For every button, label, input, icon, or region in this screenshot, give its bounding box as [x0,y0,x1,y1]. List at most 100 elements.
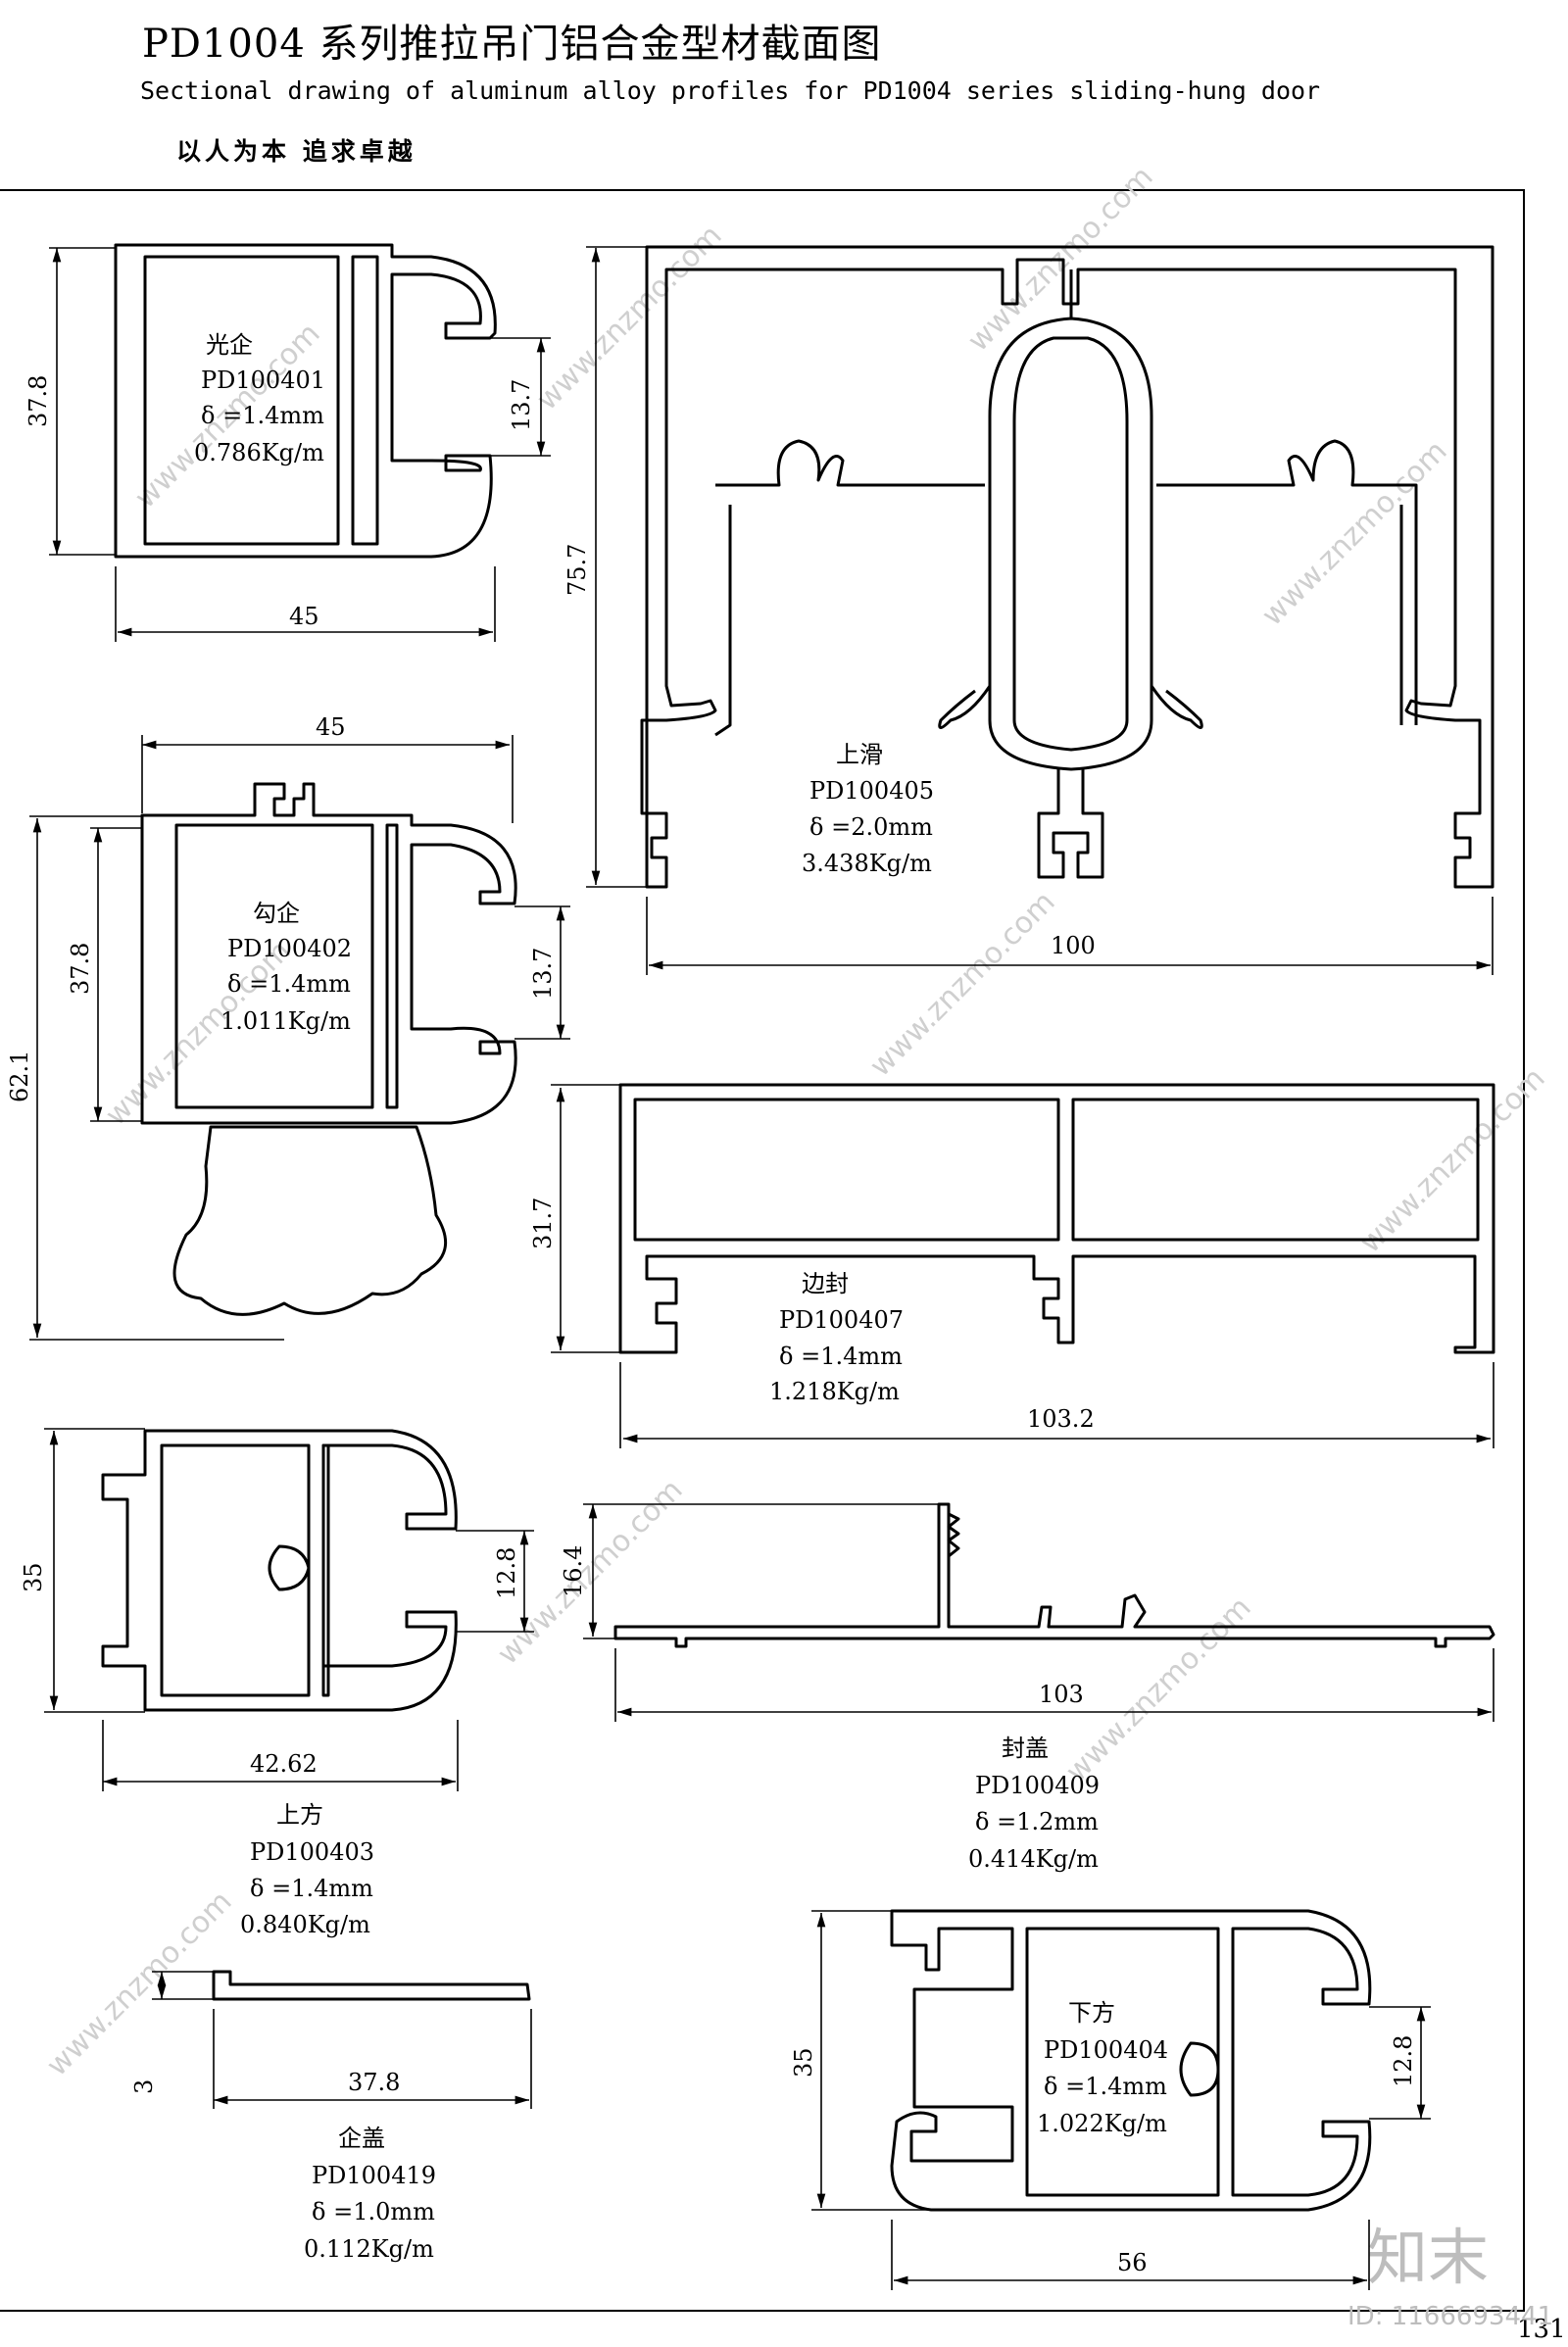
profile-outline [640,245,1494,889]
dim-ext [891,2220,1370,2290]
dim-ext [586,246,647,888]
profile-outline [613,1502,1495,1648]
profile-code: PD100405 [809,777,934,805]
profile-code: PD100419 [312,2162,436,2189]
profile-foot [1037,769,1104,879]
profile-thickness: δ =1.4mm [227,970,351,998]
profile-inner-cell [351,255,379,546]
dim-height: 37.8 [24,375,52,427]
profile-thickness: δ =2.0mm [809,813,933,841]
profile-inner-cell [160,1443,311,1697]
profile-name: 光企 [206,331,253,359]
profile-name: 勾企 [253,900,300,927]
profile-name: 上滑 [836,741,883,768]
profile-weight: 3.438Kg/m [802,850,932,877]
profile-outline [101,1429,458,1712]
profile-pd100419: 3 37.8 企盖 PD100419 δ =1.0mm 0.112Kg/m [130,1970,532,2263]
profile-weight: 0.786Kg/m [194,439,324,466]
dim-ext [152,1971,214,2000]
watermark-text: www.znzmo.com [1059,1590,1258,1789]
drawing-frame [0,189,1525,2312]
profile-name: 企盖 [338,2125,385,2152]
profile-weight: 1.011Kg/m [220,1007,351,1035]
profile-outline [890,1909,1372,2212]
dim-ext [141,735,514,823]
dim-width: 45 [316,713,346,741]
dim-ext [44,1428,145,1713]
profile-code: PD100403 [250,1838,374,1866]
profile-inner-cell [174,823,374,1109]
dim-ext [490,337,551,457]
profile-code: PD100409 [975,1772,1100,1799]
profile-inner-chamber [1012,336,1129,752]
slogan: 以人为本 追求卓越 [176,137,416,166]
dim-width: 56 [1117,2249,1148,2276]
profile-name: 封盖 [1002,1735,1049,1762]
profile-name: 上方 [276,1801,323,1829]
profile-thickness: δ =1.4mm [1044,2073,1167,2100]
profile-clip [268,1544,311,1591]
profile-serration [947,1512,960,1558]
dim-width: 37.8 [348,2069,400,2096]
watermark-text: www.znzmo.com [1353,1061,1552,1260]
profile-inner-cell [385,823,399,1109]
profile-weight: 0.840Kg/m [240,1911,370,1938]
dim-width: 42.62 [250,1750,318,1778]
dim-gap: 12.8 [493,1547,520,1599]
dim-width: 103 [1039,1681,1084,1708]
dim-height: 16.4 [560,1545,587,1597]
profile-outline [140,782,517,1125]
profile-pd100403: 35 12.8 42.62 上方 PD100403 δ =1.4mm 0.840… [20,1428,534,1938]
profile-outline [212,1970,531,2001]
profile-thickness: δ =1.4mm [250,1875,373,1902]
profile-inner-cell [321,1443,330,1697]
dim-ext [456,1530,534,1633]
dim-ext [213,2009,532,2109]
profile-pd100409: 16.4 103 封盖 PD100409 δ =1.2mm 0.414Kg/m [560,1502,1495,1873]
dim-height: 35 [790,2047,817,2078]
dim-inner-height: 37.8 [67,943,94,995]
profile-outline [114,243,497,559]
profile-inner-chamber [988,317,1153,771]
profile-code: PD100407 [779,1306,904,1334]
dim-width: 45 [289,603,319,630]
watermark-text: www.znzmo.com [40,1884,239,2083]
profile-name: 边封 [802,1270,849,1297]
profile-weight: 1.022Kg/m [1037,2110,1167,2137]
profile-lobe [172,1125,448,1316]
profile-weight: 0.112Kg/m [304,2235,434,2263]
dim-ext [102,1720,459,1791]
dim-gap: 12.8 [1390,2035,1417,2087]
profile-pd100401: 37.8 45 13.7 光企 PD100401 δ =1.4mm 0.786K… [24,243,551,642]
profile-thickness: δ =1.4mm [779,1343,903,1370]
dim-width: 100 [1051,932,1096,959]
dim-ext [619,1362,1494,1448]
dim-ext [811,1910,931,2211]
profile-inner-cell [143,255,340,546]
watermark-text: www.znzmo.com [1255,434,1454,633]
dim-height: 3 [130,2079,158,2094]
watermark-text: www.znzmo.com [491,1473,690,1672]
dim-gap: 13.7 [529,948,557,1000]
dim-height: 75.7 [564,544,591,596]
profile-weight: 1.218Kg/m [769,1378,900,1405]
dim-ext [90,827,142,1122]
profile-thickness: δ =1.4mm [201,402,324,429]
dim-ext [646,897,1494,975]
dim-height: 35 [20,1562,47,1592]
profile-pd100404: 35 12.8 56 下方 PD100404 δ =1.4mm 1.022Kg/… [790,1909,1431,2290]
dim-ext [29,815,284,1341]
profile-name: 下方 [1068,1999,1115,2027]
profile-inner-cell [1025,1927,1220,2197]
profile-inner-cell [1071,1098,1480,1242]
dim-width: 103.2 [1027,1405,1095,1433]
profile-thickness: δ =1.0mm [312,2198,435,2225]
profile-outline [618,1083,1495,1354]
profile-pd100405: 75.7 100 上滑 PD100405 δ =2.0mm 3.438Kg/m [564,245,1494,975]
dim-height: 31.7 [529,1198,557,1249]
profile-thickness: δ =1.2mm [975,1808,1099,1835]
dim-ext [551,1084,620,1353]
watermark-logo: 知末 [1367,2222,1489,2293]
profile-pd100407: 31.7 103.2 边封 PD100407 δ =1.4mm 1.218Kg/… [529,1083,1495,1448]
